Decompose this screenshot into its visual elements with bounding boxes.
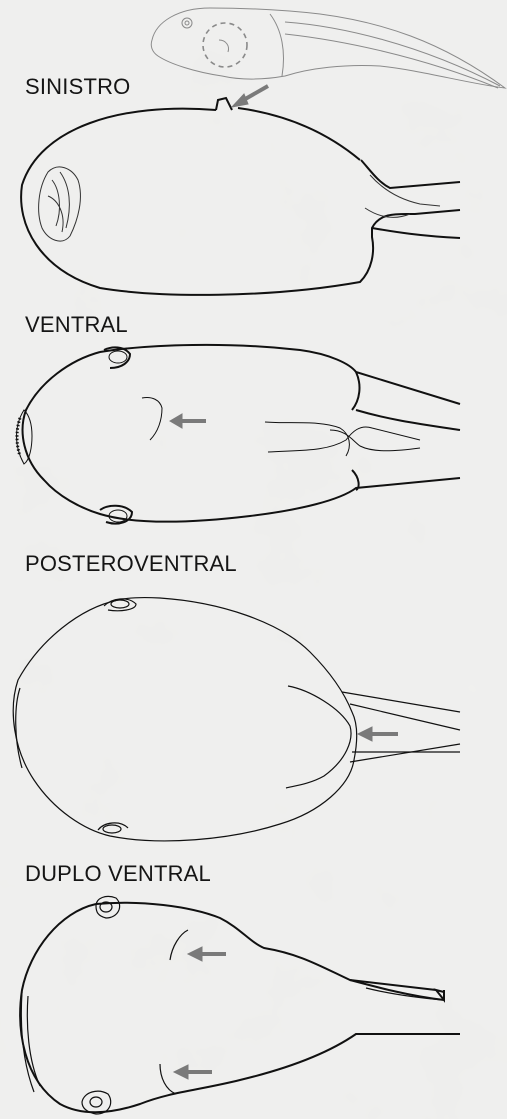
posteroventral-arrow-icon [358,727,398,741]
duplo-spiracle-upper [170,930,188,960]
ventral-arrow-icon [170,414,206,428]
ventral-tail-lower [356,410,460,430]
sinistro-spiracle-stub [216,98,232,110]
posteroventral-tail-upper [342,692,460,712]
ventral-spiracle [142,397,162,440]
sinistro-body-outline [21,108,460,295]
duplo-spiracle-lower [160,1064,176,1094]
tadpole-spiracle-mark [219,40,229,52]
posteroventral-body-outline [13,598,357,841]
duplo-eye-lower [82,1091,111,1114]
ventral-view-drawing [0,340,507,540]
sinistro-tail-lower [372,228,460,238]
tadpole-body-outline [151,8,505,88]
panel-label-duplo-ventral: DUPLO VENTRAL [25,861,211,887]
duplo-arrow-upper-icon [188,947,226,961]
panel-label-posteroventral: POSTEROVENTRAL [25,551,237,577]
sinistro-tail-fold [370,175,440,206]
sinistro-view-drawing [0,95,507,300]
duplo-ventral-view-drawing [0,895,507,1119]
panel-label-ventral: VENTRAL [25,312,128,338]
posteroventral-eye-upper [104,599,136,611]
posteroventral-view-drawing [0,588,507,843]
duplo-arrow-lower-icon [174,1065,212,1079]
duplo-body-outline [20,903,460,1113]
tadpole-body-tail-junction [270,14,284,76]
tadpole-eye-icon [182,18,192,28]
dashed-focus-circle [203,23,247,67]
